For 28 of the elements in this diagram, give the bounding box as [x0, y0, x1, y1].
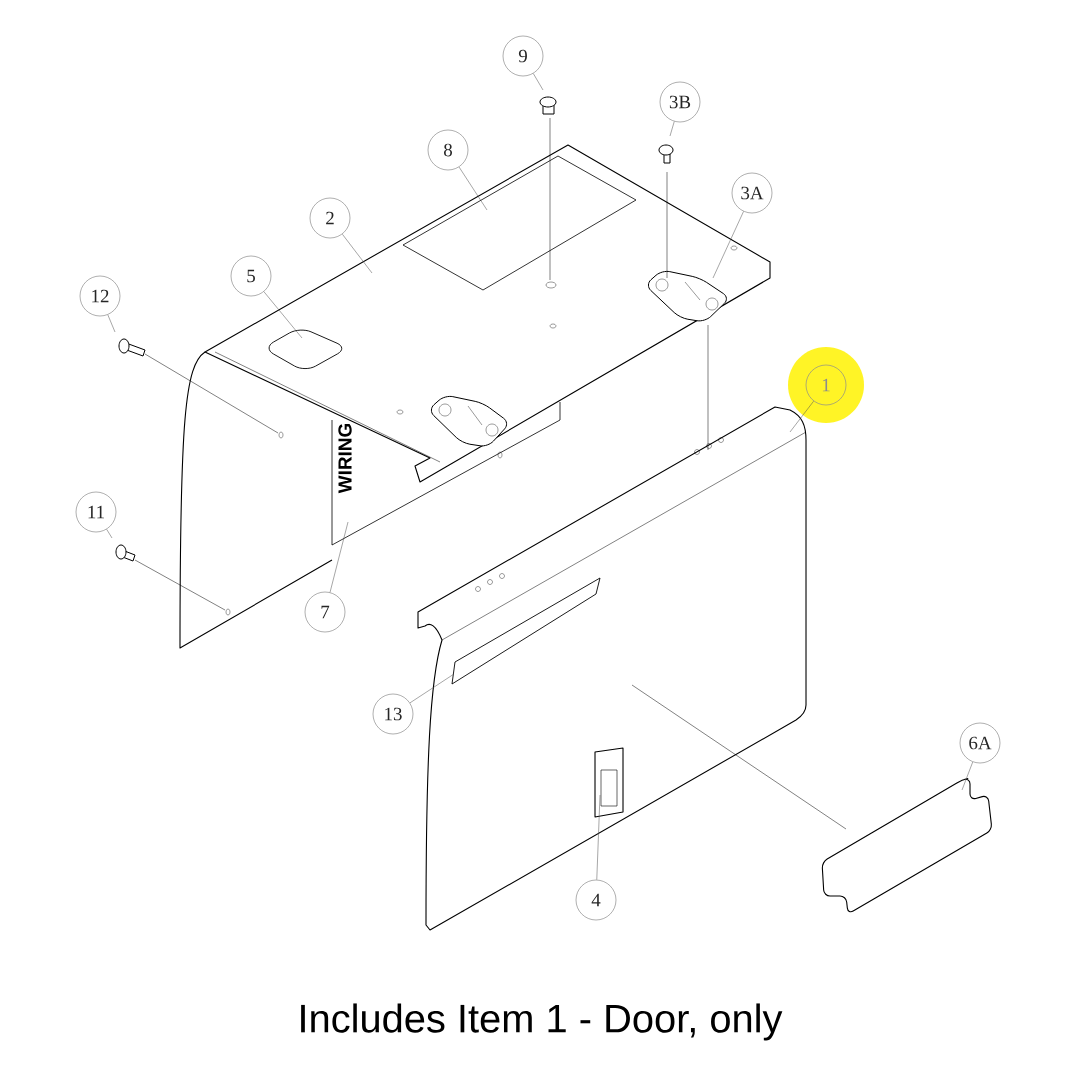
callout-number: 13	[372, 693, 414, 735]
leader-line	[533, 73, 544, 91]
callout-number: 3A	[731, 172, 773, 214]
label-text: WIRING	[338, 423, 352, 494]
callout-number: 1	[805, 364, 847, 406]
leader-line	[342, 233, 373, 274]
leader-line	[458, 166, 488, 211]
callout-number: 6A	[959, 722, 1001, 764]
leader-line	[107, 314, 116, 333]
callout-number: 11	[75, 491, 117, 533]
callout-number: 9	[502, 35, 544, 77]
leader-line	[263, 291, 303, 339]
leader-line	[106, 529, 113, 539]
leader-line	[789, 400, 814, 433]
leader-line	[329, 521, 349, 593]
callout-number: 2	[309, 197, 351, 239]
callout-number: 7	[304, 591, 346, 633]
leader-line	[409, 673, 455, 704]
callout-number: 3B	[659, 81, 701, 123]
leader-line	[961, 761, 973, 791]
leader-line	[712, 211, 744, 279]
callout-number: 5	[230, 255, 272, 297]
leader-line	[596, 794, 601, 880]
callout-number: 4	[575, 879, 617, 921]
callout-number: 8	[427, 129, 469, 171]
callout-number: 12	[79, 275, 121, 317]
leader-line	[669, 121, 675, 137]
caption: Includes Item 1 - Door, only	[301, 1003, 783, 1041]
